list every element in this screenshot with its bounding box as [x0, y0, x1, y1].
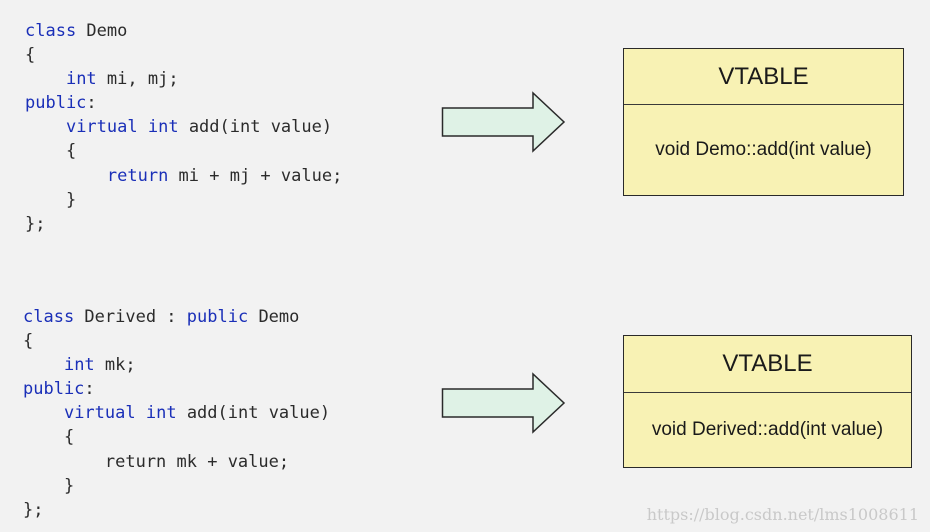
right-arrow-icon	[441, 372, 566, 434]
code-line: };	[25, 212, 342, 236]
code-text: return mk + value;	[23, 451, 290, 472]
code-text	[25, 69, 66, 89]
code-keyword: virtual	[63, 403, 136, 424]
code-text	[138, 117, 148, 137]
code-text: add(int value)	[178, 117, 333, 138]
code-line: }	[23, 474, 330, 498]
code-keyword: virtual	[65, 117, 138, 138]
code-line: return mk + value;	[23, 450, 330, 474]
code-text: {	[25, 141, 77, 162]
watermark: https://blog.csdn.net/lms1008611	[646, 505, 919, 524]
code-line: {	[25, 139, 342, 163]
vtable-entry: void Demo::add(int value)	[655, 138, 872, 160]
code-block-demo: class Demo{ int mi, mj;public: virtual i…	[25, 19, 342, 236]
code-line: return mi + mj + value;	[25, 164, 342, 188]
vtable-title: VTABLE	[624, 336, 911, 393]
code-line: public:	[25, 91, 342, 115]
code-keyword: public	[25, 93, 87, 114]
code-text: mi + mj + value;	[168, 165, 343, 186]
code-keyword: int	[63, 355, 95, 376]
code-line: public:	[23, 377, 330, 401]
code-keyword: public	[23, 379, 85, 400]
code-text	[136, 403, 146, 423]
code-line: }	[25, 188, 342, 212]
code-line: {	[23, 329, 330, 353]
code-text: {	[25, 45, 36, 66]
code-line: int mi, mj;	[25, 67, 342, 91]
code-text: Demo	[248, 307, 300, 327]
code-text: {	[23, 427, 75, 448]
vtable-title: VTABLE	[624, 49, 903, 105]
code-line: int mk;	[23, 353, 330, 377]
code-keyword: return	[106, 165, 169, 186]
vtable-derived: VTABLE void Derived::add(int value)	[623, 335, 912, 468]
code-line: virtual int add(int value)	[25, 115, 342, 139]
code-keyword: int	[147, 117, 179, 138]
code-line: };	[23, 498, 330, 522]
code-text: mk;	[94, 355, 136, 376]
code-text	[23, 403, 64, 423]
code-text: :	[84, 379, 95, 400]
code-line: virtual int add(int value)	[23, 401, 330, 425]
code-keyword: int	[145, 403, 177, 424]
code-text	[25, 166, 107, 186]
code-line: {	[25, 43, 342, 67]
code-text: add(int value)	[176, 403, 331, 424]
code-text	[23, 355, 64, 375]
code-text: :	[86, 93, 97, 114]
code-text	[25, 117, 66, 137]
code-block-derived: class Derived : public Demo{ int mk;publ…	[23, 305, 330, 522]
code-text: mi, mj;	[96, 69, 179, 90]
code-text: }	[23, 475, 75, 496]
code-keyword: public	[186, 307, 249, 327]
vtable-entry: void Derived::add(int value)	[651, 418, 884, 440]
code-keyword: int	[65, 69, 97, 90]
code-text: {	[23, 331, 34, 352]
code-text: };	[25, 213, 46, 234]
code-text: Derived :	[74, 307, 187, 327]
right-arrow-icon	[441, 91, 566, 153]
code-line: class Demo	[25, 19, 342, 43]
code-text: };	[23, 499, 44, 520]
code-text: Demo	[76, 21, 128, 41]
code-keyword: class	[23, 307, 75, 327]
code-keyword: class	[25, 21, 77, 41]
code-line: class Derived : public Demo	[23, 305, 330, 329]
code-line: {	[23, 425, 330, 449]
code-text: }	[25, 189, 77, 210]
vtable-demo: VTABLE void Demo::add(int value)	[623, 48, 904, 196]
